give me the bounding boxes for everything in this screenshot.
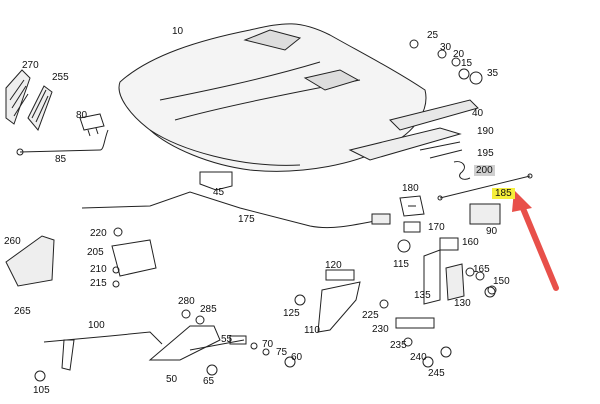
label-80: 80: [76, 110, 88, 121]
label-25: 25: [427, 30, 439, 41]
label-65: 65: [203, 376, 215, 387]
label-205: 205: [87, 247, 104, 258]
cable-part-100: [43, 331, 163, 345]
label-230: 230: [372, 324, 389, 335]
label-55: 55: [221, 334, 233, 345]
washer-part-115: [397, 239, 411, 253]
lock-part-130: [445, 263, 465, 301]
label-45: 45: [213, 187, 225, 198]
label-30: 30: [440, 42, 452, 53]
vent-part-255: [27, 85, 53, 131]
label-210: 210: [90, 264, 107, 275]
vent-part-270: [5, 69, 31, 125]
bracket-part-45: [199, 171, 233, 191]
label-195: 195: [477, 148, 494, 159]
label-175: 175: [238, 214, 255, 225]
label-75: 75: [276, 347, 288, 358]
plate-part-120: [325, 269, 355, 281]
label-90: 90: [486, 226, 498, 237]
pad-part-160: [439, 237, 459, 251]
label-100: 100: [88, 320, 105, 331]
label-285: 285: [200, 304, 217, 315]
label-110: 110: [304, 325, 320, 336]
label-60: 60: [291, 352, 303, 363]
badge-part-195: [419, 141, 463, 159]
lever-part-50: [148, 325, 221, 361]
label-180: 180: [402, 183, 419, 194]
label-125: 125: [283, 308, 300, 319]
label-15: 15: [461, 58, 473, 69]
label-115: 115: [393, 259, 409, 270]
label-185: 185: [492, 188, 515, 199]
label-200: 200: [474, 165, 495, 176]
label-220: 220: [90, 228, 107, 239]
label-235: 235: [390, 340, 407, 351]
label-70: 70: [262, 339, 274, 350]
latch-part-180: [399, 195, 425, 217]
pointer-arrow: [512, 190, 559, 291]
label-190: 190: [477, 126, 494, 137]
label-255: 255: [52, 72, 69, 83]
label-265: 265: [14, 306, 31, 317]
label-260: 260: [4, 236, 21, 247]
label-130: 130: [454, 298, 471, 309]
label-270: 270: [22, 60, 39, 71]
cable-part-85: [19, 129, 109, 153]
pad-part-170: [403, 221, 421, 233]
pad-part-90: [469, 203, 501, 225]
label-160: 160: [462, 237, 479, 248]
label-10: 10: [172, 26, 184, 37]
label-245: 245: [428, 368, 445, 379]
emblem-part-200: [453, 161, 471, 180]
bracket-part-80: [79, 113, 105, 137]
label-240: 240: [410, 352, 427, 363]
label-85: 85: [55, 154, 67, 165]
label-105: 105: [33, 385, 50, 396]
trim-part-190: [348, 127, 462, 161]
strut-part-55: [189, 339, 245, 351]
bracket-part-135: [423, 249, 441, 305]
panel-part-260: [5, 235, 55, 287]
label-280: 280: [178, 296, 195, 307]
label-40: 40: [472, 108, 484, 119]
hinge-part-110: [317, 281, 361, 333]
rod-part-185: [439, 175, 531, 199]
label-170: 170: [428, 222, 445, 233]
label-50: 50: [166, 374, 178, 385]
label-120: 120: [325, 260, 342, 271]
label-225: 225: [362, 310, 379, 321]
label-135: 135: [414, 290, 431, 301]
spoiler-part-40: [389, 99, 479, 131]
label-215: 215: [90, 278, 107, 289]
label-165: 165: [473, 264, 490, 275]
bracket-part-205: [111, 239, 157, 277]
label-35: 35: [487, 68, 499, 79]
label-20: 20: [453, 49, 465, 60]
label-150: 150: [493, 276, 510, 287]
cable-part-175: [81, 191, 381, 229]
